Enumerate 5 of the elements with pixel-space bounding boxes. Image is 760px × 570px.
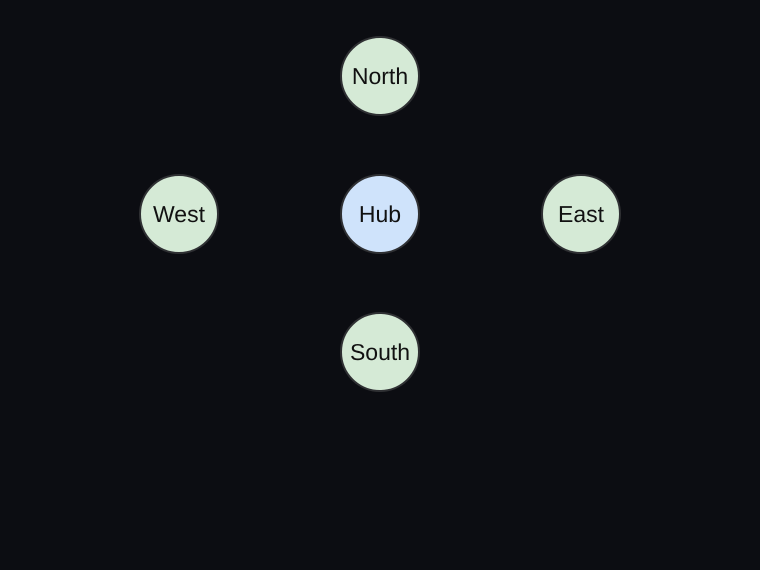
node-label: South [350, 338, 410, 366]
node-label: East [558, 200, 604, 228]
node-label: Hub [358, 200, 402, 228]
node-label: North [352, 62, 408, 90]
node-label: West [153, 200, 205, 228]
